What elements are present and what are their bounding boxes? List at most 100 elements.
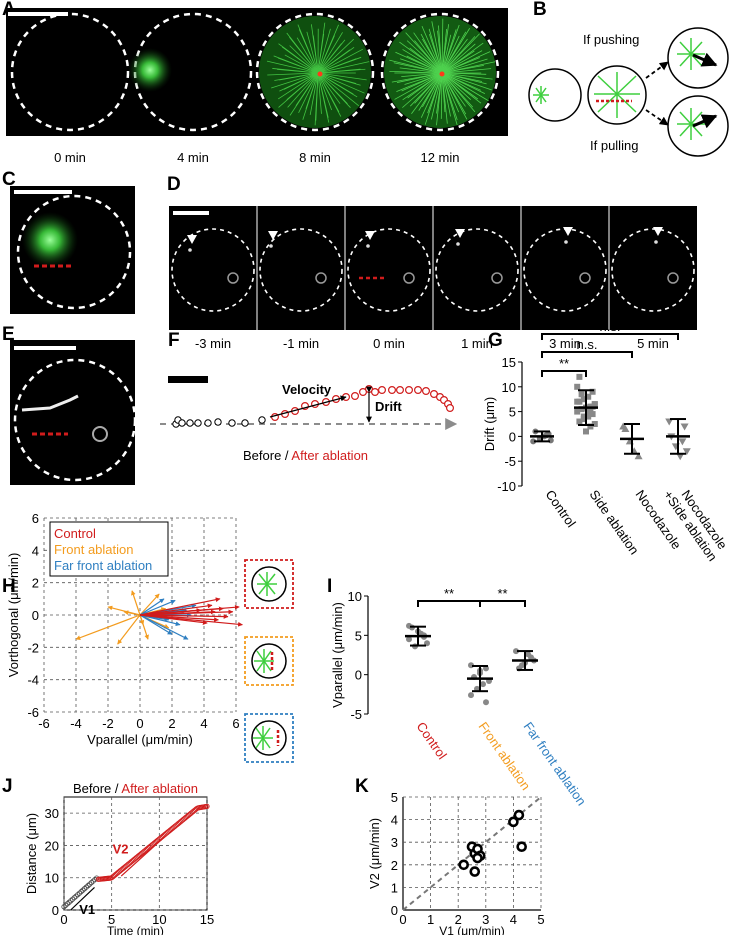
aster-ray bbox=[317, 72, 360, 107]
aster-ray bbox=[317, 72, 322, 114]
y-axis-label: V2 (μm/min) bbox=[367, 818, 382, 889]
aster-ray bbox=[406, 40, 443, 74]
aster-ray bbox=[420, 72, 443, 118]
aster-ray bbox=[441, 72, 474, 108]
data-point bbox=[682, 448, 691, 456]
cell-diagram bbox=[251, 643, 287, 679]
data-point bbox=[665, 418, 674, 426]
x-tick-label: -4 bbox=[70, 716, 82, 731]
y-tick-label: 3 bbox=[391, 835, 398, 850]
y-tick-label: 0 bbox=[391, 903, 398, 918]
x-axis-label: Vparallel (μm/min) bbox=[87, 732, 193, 747]
aster-ray bbox=[436, 72, 443, 126]
data-point bbox=[585, 393, 592, 400]
velocity-vector bbox=[139, 598, 165, 616]
legend-entry: Far front ablation bbox=[54, 558, 152, 573]
cell-outline bbox=[255, 12, 375, 132]
velocity-vector bbox=[139, 608, 202, 616]
cell-outline bbox=[10, 12, 130, 132]
trajectory-point-before bbox=[228, 419, 236, 427]
aster-ray bbox=[441, 72, 493, 80]
aster-ray bbox=[394, 72, 443, 100]
data-point bbox=[678, 438, 687, 446]
aster-ray bbox=[400, 58, 443, 74]
scale-bar bbox=[168, 376, 208, 383]
y-tick-label: 15 bbox=[502, 355, 516, 370]
aster-ray bbox=[404, 72, 443, 85]
aster-ray bbox=[317, 72, 367, 81]
aster-ray bbox=[441, 51, 491, 74]
trajectory-point-before bbox=[204, 419, 212, 427]
x-axis-label: V1 (μm/min) bbox=[439, 924, 505, 935]
data-point-before bbox=[73, 893, 79, 899]
centrosome bbox=[366, 244, 370, 248]
category-label: Control bbox=[414, 719, 450, 762]
dashed-arrow bbox=[645, 61, 669, 79]
aster-rays bbox=[266, 22, 370, 126]
dashed-arrow bbox=[645, 109, 669, 126]
aster-ray bbox=[317, 72, 329, 118]
aster-ray bbox=[424, 72, 443, 125]
significance-label: ** bbox=[444, 586, 454, 601]
y-tick-label: 5 bbox=[391, 790, 398, 805]
centrosome bbox=[188, 248, 192, 252]
panel-label-e: E bbox=[2, 324, 15, 345]
data-point bbox=[576, 373, 583, 380]
y-tick-label: 0 bbox=[32, 608, 39, 623]
slope-line-v2 bbox=[120, 836, 165, 877]
x-tick-label: 4 bbox=[200, 716, 207, 731]
velocity-vector bbox=[139, 614, 145, 626]
trajectory-point-after bbox=[405, 386, 414, 395]
x-tick-label: 0 bbox=[136, 716, 143, 731]
arrowhead-icon bbox=[653, 227, 663, 236]
data-point-before bbox=[87, 881, 93, 887]
aster-ray bbox=[441, 72, 466, 107]
y-tick-label: 20 bbox=[45, 838, 59, 853]
aster-ray bbox=[441, 18, 444, 74]
x-tick-label: 5 bbox=[108, 912, 115, 927]
time-label: 1 min bbox=[461, 336, 493, 351]
data-point bbox=[676, 453, 685, 461]
y-tick-label: -2 bbox=[27, 640, 39, 655]
y-tick-label: 0 bbox=[52, 903, 59, 918]
microtubule-trace bbox=[21, 394, 79, 412]
significance-bracket bbox=[417, 600, 481, 607]
trajectory-point-after bbox=[388, 386, 397, 395]
data-point bbox=[458, 859, 470, 871]
aster-ray bbox=[266, 60, 319, 74]
x-tick-label: 4 bbox=[510, 912, 517, 927]
aster-ray bbox=[315, 72, 319, 121]
x-tick-label: 0 bbox=[399, 912, 406, 927]
arrowhead-icon bbox=[365, 231, 375, 240]
y-tick-label: 4 bbox=[391, 813, 398, 828]
aster-ray bbox=[306, 31, 319, 74]
data-point bbox=[578, 391, 585, 398]
velocity-vector bbox=[123, 610, 141, 616]
centrosome bbox=[269, 244, 273, 248]
panel-label-b: B bbox=[533, 0, 547, 20]
data-point-before bbox=[66, 899, 72, 905]
centrosome bbox=[564, 240, 568, 244]
significance-bracket bbox=[541, 370, 587, 377]
aster-ray bbox=[311, 24, 319, 74]
scale-bar bbox=[173, 211, 209, 215]
aster-ray bbox=[441, 68, 492, 74]
category-label: Control bbox=[543, 487, 579, 530]
aster-ray bbox=[431, 72, 443, 120]
aster-ray bbox=[441, 72, 460, 113]
data-point bbox=[480, 681, 486, 688]
drift-label: Drift bbox=[375, 399, 402, 414]
aster-ray bbox=[317, 28, 331, 74]
data-point-before bbox=[90, 878, 96, 884]
velocity-vector bbox=[75, 614, 141, 640]
pull-arrow bbox=[692, 114, 718, 129]
y-tick-label: 1 bbox=[391, 880, 398, 895]
aster-ray bbox=[284, 54, 319, 74]
cell-diagram bbox=[667, 27, 729, 89]
aster-ray bbox=[431, 21, 443, 74]
x-tick-label: -6 bbox=[38, 716, 50, 731]
nucleus bbox=[667, 272, 679, 284]
